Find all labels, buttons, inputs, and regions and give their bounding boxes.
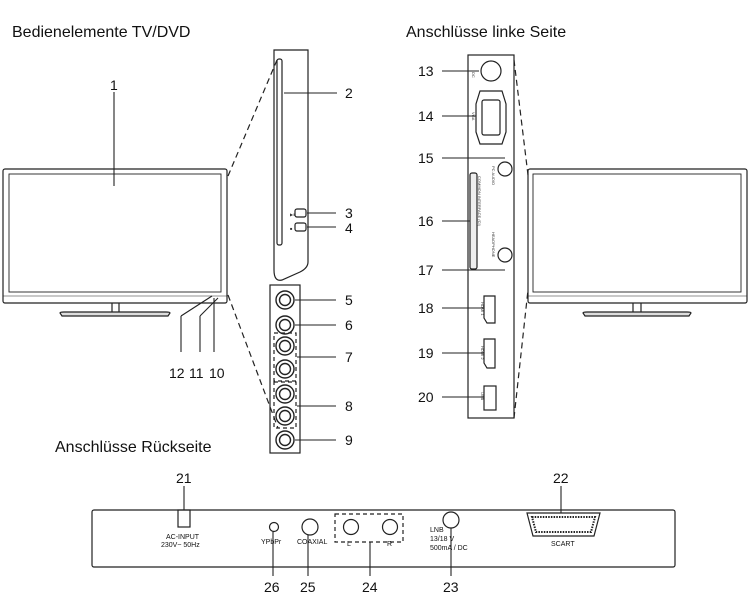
callout-numbers: 1 2 3 4 5 6 7 8 9 10 11 12 13 14 15 16 1… [110, 63, 569, 595]
dvd-side-panel: ▶‖ ■ [273, 49, 309, 281]
callout-7: 7 [345, 349, 353, 365]
lnb-label: LNB [430, 527, 444, 534]
callout-11: 11 [189, 365, 204, 381]
callout-23: 23 [443, 579, 459, 595]
tv-front-illustration [2, 168, 228, 317]
ac-voltage-label: 230V~ 50Hz [161, 542, 200, 549]
callout-8: 8 [345, 398, 353, 414]
left-side-ports-panel: DC VGA COMMON INTERFACE (CI) PC AUDIO HE… [467, 54, 515, 419]
heading-left-side-ports: Anschlüsse linke Seite [406, 24, 567, 41]
audio-l-label: L [347, 541, 351, 548]
callout-16: 16 [418, 213, 434, 229]
callout-3: 3 [345, 205, 353, 221]
lnb-voltage-label: 13/18 V [430, 536, 454, 543]
headphone-label: HEADPHONE [491, 232, 496, 258]
callout-25: 25 [300, 579, 316, 595]
svg-text:▶‖: ▶‖ [290, 212, 295, 217]
rear-panel [91, 509, 676, 568]
callout-18: 18 [418, 300, 434, 316]
leader-lines [113, 70, 562, 576]
callout-10: 10 [209, 365, 225, 381]
callout-17: 17 [418, 262, 434, 278]
callout-12: 12 [169, 365, 185, 381]
tv-side-illustration [527, 168, 748, 317]
dc-port-label: DC [471, 72, 476, 78]
svg-text:■: ■ [290, 226, 293, 231]
callout-4: 4 [345, 220, 353, 236]
callout-1: 1 [110, 77, 118, 93]
audio-r-label: R [387, 541, 392, 548]
callout-24: 24 [362, 579, 378, 595]
av-connector-strip [269, 284, 301, 454]
ypbpr-label: YPbPr [261, 539, 282, 546]
callout-6: 6 [345, 317, 353, 333]
pc-audio-label: PC AUDIO [491, 166, 496, 185]
rear-labels: AC-INPUT 230V~ 50Hz YPbPr COAXIAL L R LN… [161, 527, 575, 552]
heading-rear-ports: Anschlüsse Rückseite [55, 439, 212, 456]
lnb-current-label: 500mA / DC [430, 545, 468, 552]
callout-19: 19 [418, 345, 434, 361]
coaxial-label: COAXIAL [297, 539, 327, 546]
callout-2: 2 [345, 85, 353, 101]
hdmi1-label: HDMI 1 [480, 302, 485, 316]
callout-21: 21 [176, 470, 192, 486]
usb-label: USB [480, 392, 485, 401]
callout-9: 9 [345, 432, 353, 448]
ac-input-label: AC-INPUT [166, 534, 200, 541]
callout-5: 5 [345, 292, 353, 308]
callout-14: 14 [418, 108, 434, 124]
callout-13: 13 [418, 63, 434, 79]
callout-26: 26 [264, 579, 280, 595]
heading-controls: Bedienelemente TV/DVD [12, 24, 191, 41]
callout-15: 15 [418, 150, 434, 166]
callout-20: 20 [418, 389, 434, 405]
callout-22: 22 [553, 470, 569, 486]
ci-slot-label: COMMON INTERFACE (CI) [477, 176, 482, 227]
scart-label: SCART [551, 541, 575, 548]
